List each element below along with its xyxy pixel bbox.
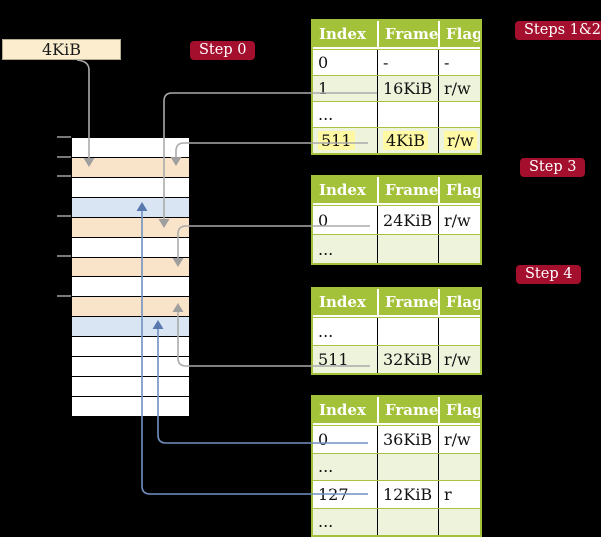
table-row: ... xyxy=(313,452,480,480)
table-header-row: Index FrameFlags xyxy=(313,289,480,317)
table-header-cell: Flags xyxy=(438,177,480,203)
memory-frame-row-white xyxy=(72,237,189,258)
memory-frame-row-peach xyxy=(72,157,189,178)
memory-frame-row-white xyxy=(72,177,189,198)
table-cell: 127 xyxy=(318,484,349,504)
table-cell: r/w xyxy=(438,206,480,234)
memory-tick xyxy=(57,156,71,158)
memory-tick xyxy=(57,175,71,177)
badge-steps-1-2: Steps 1&2 xyxy=(515,21,601,40)
table-cell xyxy=(438,318,480,345)
table-header-cell: Frame xyxy=(377,397,438,423)
table-cell: 32KiB xyxy=(377,346,438,373)
highlighted-value: 4KiB xyxy=(383,131,429,150)
table-cell: r/w xyxy=(438,346,480,373)
table-cell xyxy=(438,453,480,480)
table-cell: 1 xyxy=(318,79,329,98)
table-cell: ... xyxy=(318,105,334,124)
table-header-cell: Flags xyxy=(438,289,480,315)
memory-frame-row-blue xyxy=(72,197,189,218)
table-row: 511 4KiB r/w xyxy=(313,127,480,153)
table-header-cell: Frame xyxy=(377,177,438,203)
memory-frame-row-peach xyxy=(72,257,189,278)
table-cell: 12KiB xyxy=(377,481,438,508)
table-cell xyxy=(438,235,480,263)
memory-tick xyxy=(57,295,71,297)
memory-frame-row-peach xyxy=(72,297,189,318)
highlighted-value: 511 xyxy=(318,131,355,150)
table-row: ... xyxy=(313,317,480,345)
page-size-label: 4KiB xyxy=(41,40,81,59)
table-cell: - xyxy=(377,50,438,75)
memory-frame-row-blue xyxy=(72,317,189,338)
table-header-cell: Frame xyxy=(377,21,438,47)
table-header-cell: Index xyxy=(319,293,366,311)
table-cell xyxy=(377,453,438,480)
table-row: ... xyxy=(313,234,480,263)
memory-frame-row-white xyxy=(72,277,189,298)
table-cell: ... xyxy=(318,322,334,341)
table-header-cell: Index xyxy=(319,181,366,199)
table-cell: ... xyxy=(318,457,334,477)
table-cell xyxy=(377,235,438,263)
table-header-cell: Frame xyxy=(377,289,438,315)
memory-tick xyxy=(57,215,71,217)
table-cell: ... xyxy=(318,512,334,532)
table-cell: 511 xyxy=(318,350,349,369)
table-cell: 0 xyxy=(318,429,329,449)
table-cell: 4KiB xyxy=(377,128,438,153)
table-cell: 24KiB xyxy=(377,206,438,234)
table-cell xyxy=(377,318,438,345)
table-cell: r/w xyxy=(438,426,480,453)
table-header-cell: Flags xyxy=(438,397,480,423)
table-cell: - xyxy=(438,50,480,75)
table-cell: r/w xyxy=(438,76,480,101)
table-cell: r xyxy=(438,481,480,508)
table-cell: 36KiB xyxy=(377,426,438,453)
memory-frame-row-white xyxy=(72,377,189,397)
table-row: ... xyxy=(313,507,480,535)
table-header-cell: Flags xyxy=(438,21,480,47)
table-row: ... xyxy=(313,101,480,127)
memory-stack xyxy=(71,137,190,417)
badge-step-0: Step 0 xyxy=(190,41,256,60)
memory-tick xyxy=(57,136,71,138)
memory-tick xyxy=(57,255,71,257)
table-header-cell: Index xyxy=(319,25,366,43)
badge-step-4: Step 4 xyxy=(516,265,582,284)
table-cell xyxy=(377,102,438,127)
memory-frame-row-peach xyxy=(72,217,189,238)
highlighted-value: r/w xyxy=(444,131,477,150)
memory-frame-row-white xyxy=(72,138,189,158)
table-cell: 0 xyxy=(318,210,329,230)
table-header-row: Index FrameFlags xyxy=(313,177,480,205)
table-cell xyxy=(377,508,438,535)
table-row: 0 -- xyxy=(313,49,480,75)
memory-frame-row-white xyxy=(72,337,189,358)
table-cell: ... xyxy=(318,239,334,259)
table-header-row: Index FrameFlags xyxy=(313,397,480,425)
page-size-box: 4KiB xyxy=(2,39,121,60)
table-cell: 0 xyxy=(318,53,329,72)
page-table-step-3: Index FrameFlags 0 24KiBr/w... xyxy=(311,175,482,265)
table-header-cell: Index xyxy=(319,401,366,419)
table-header-row: Index FrameFlags xyxy=(313,21,480,49)
memory-frame-row-white xyxy=(72,396,189,416)
table-cell: 511 xyxy=(313,128,377,153)
table-cell: r/w xyxy=(438,128,480,153)
badge-step-3: Step 3 xyxy=(520,158,586,177)
memory-frame-row-white xyxy=(72,357,189,378)
table-cell: 16KiB xyxy=(377,76,438,101)
table-cell xyxy=(438,508,480,535)
table-cell xyxy=(438,102,480,127)
